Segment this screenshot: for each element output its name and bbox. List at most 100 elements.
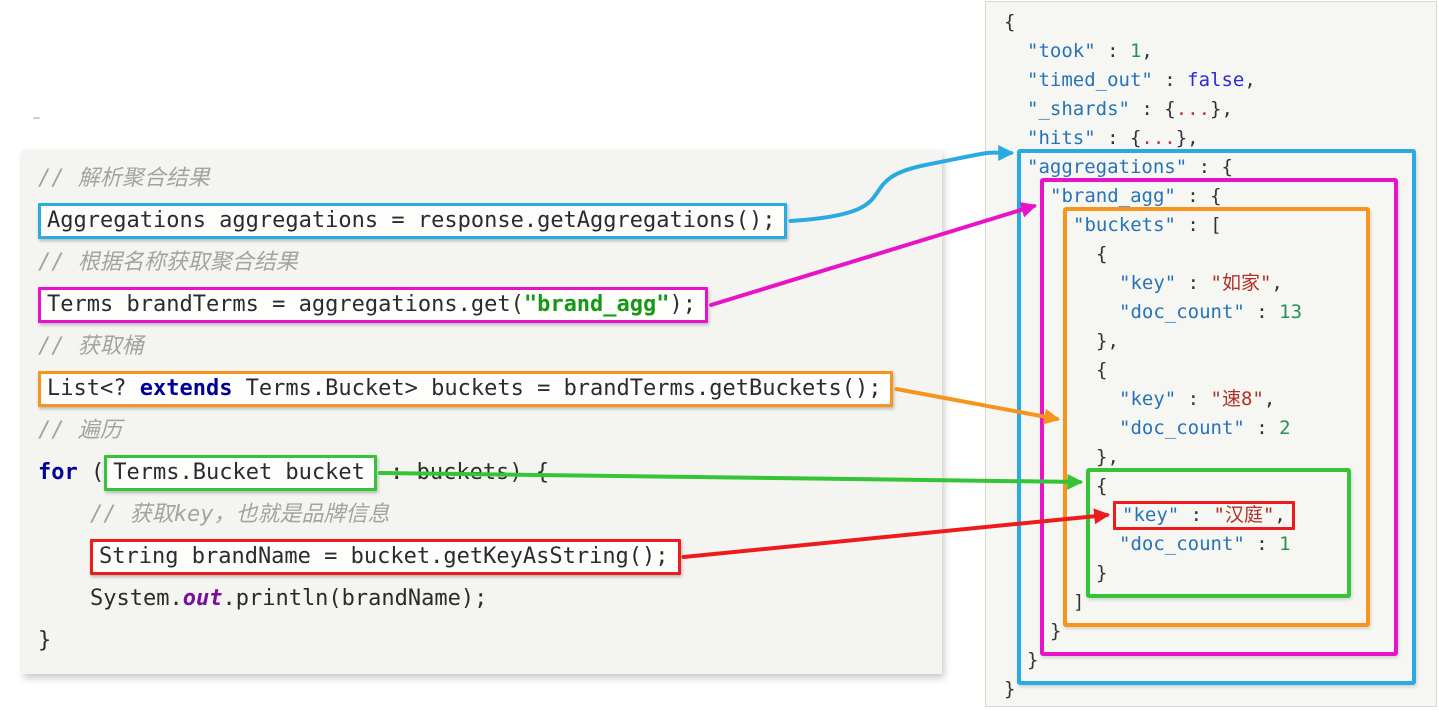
code-line: } xyxy=(38,620,942,662)
code-token: "brand_agg" xyxy=(523,292,670,317)
code-token: ... xyxy=(1175,98,1211,120)
code-token: : xyxy=(1179,504,1214,526)
code-token: } xyxy=(1027,649,1039,671)
code-token: : buckets) { xyxy=(376,460,550,485)
code-line: Aggregations aggregations = response.get… xyxy=(38,200,942,242)
code-token: , xyxy=(1141,40,1153,62)
code-token: // 遍历 xyxy=(38,418,122,443)
json-box-red: "key" : "汉庭", xyxy=(1113,501,1295,530)
code-token: }, xyxy=(1175,127,1199,149)
code-box-orange: List<? extends Terms.Bucket> buckets = b… xyxy=(38,371,894,407)
code-line: // 遍历 xyxy=(38,410,942,452)
code-token: "hits" xyxy=(1027,127,1096,149)
code-token: : xyxy=(1244,533,1280,555)
code-token: "aggregations" xyxy=(1027,156,1188,178)
code-token: for xyxy=(38,460,78,485)
code-token: { xyxy=(1004,11,1016,33)
json-line: } xyxy=(1004,559,1436,588)
code-line: Terms brandTerms = aggregations.get("bra… xyxy=(38,284,942,326)
code-line: for ( Terms.Bucket bucket : buckets) { xyxy=(38,452,942,494)
code-line: System.out.println(brandName); xyxy=(38,578,942,620)
code-token: "doc_count" xyxy=(1119,533,1245,555)
code-token: : xyxy=(1176,388,1211,410)
json-line: } xyxy=(1004,646,1436,675)
code-token: "took" xyxy=(1027,40,1096,62)
code-box-magenta: Terms brandTerms = aggregations.get("bra… xyxy=(38,287,709,323)
json-line: }, xyxy=(1004,327,1436,356)
code-token: : { xyxy=(1095,127,1142,149)
code-token: // 获取桶 xyxy=(38,334,144,359)
json-line: "key" : "汉庭", xyxy=(1004,501,1436,530)
code-token: "timed_out" xyxy=(1027,69,1153,91)
code-box-green: Terms.Bucket bucket xyxy=(104,455,377,491)
code-token: { xyxy=(1096,243,1108,265)
code-box-red: String brandName = bucket.getKeyAsString… xyxy=(90,539,681,575)
code-token: : xyxy=(1152,69,1188,91)
json-line: { xyxy=(1004,356,1436,385)
code-token: : xyxy=(1176,272,1211,294)
code-token: : [ xyxy=(1175,214,1222,236)
code-token: : xyxy=(1244,301,1280,323)
code-token: 2 xyxy=(1279,417,1291,439)
code-token: ... xyxy=(1141,127,1176,149)
json-line: "doc_count" : 13 xyxy=(1004,298,1436,327)
json-line: "doc_count" : 1 xyxy=(1004,530,1436,559)
code-token: // 根据名称获取聚合结果 xyxy=(38,250,298,275)
json-line: "key" : "速8", xyxy=(1004,385,1436,414)
code-token: // 获取key，也就是品牌信息 xyxy=(90,502,390,527)
json-line: "key" : "如家", xyxy=(1004,269,1436,298)
code-token: "buckets" xyxy=(1073,214,1176,236)
json-box-orange xyxy=(1063,207,1370,627)
json-line: "doc_count" : 2 xyxy=(1004,414,1436,443)
json-line: }, xyxy=(1004,443,1436,472)
json-response-panel: {"took" : 1,"timed_out" : false,"_shards… xyxy=(985,1,1437,707)
json-line: ] xyxy=(1004,588,1436,617)
code-token: } xyxy=(1004,678,1016,700)
code-token: "doc_count" xyxy=(1119,417,1245,439)
code-token: String brandName = bucket.getKeyAsString… xyxy=(99,544,669,569)
json-line: { xyxy=(1004,240,1436,269)
code-token: Terms.Bucket> buckets = brandTerms.getBu… xyxy=(232,376,882,401)
code-token: List<? xyxy=(47,376,140,401)
code-token: }, xyxy=(1096,330,1119,352)
code-token: } xyxy=(38,628,52,653)
code-token: "速8" xyxy=(1210,388,1264,410)
code-token: : { xyxy=(1187,156,1233,178)
code-token: , xyxy=(1274,504,1286,526)
code-line: // 获取桶 xyxy=(38,326,942,368)
code-box-cyan: Aggregations aggregations = response.get… xyxy=(38,203,788,239)
code-token: } xyxy=(1050,620,1062,642)
code-token: ); xyxy=(669,292,697,317)
code-token: , xyxy=(1271,272,1283,294)
code-token: out xyxy=(182,586,223,611)
json-line: "_shards" : {...}, xyxy=(1004,95,1436,124)
code-token: ( xyxy=(77,460,105,485)
code-token: , xyxy=(1244,69,1256,91)
json-line: { xyxy=(1004,8,1436,37)
json-line: "hits" : {...}, xyxy=(1004,124,1436,153)
json-line: } xyxy=(1004,617,1436,646)
code-line: // 根据名称获取聚合结果 xyxy=(38,242,942,284)
code-token: Terms brandTerms = aggregations.get( xyxy=(47,292,524,317)
code-token: "brand_agg" xyxy=(1050,185,1176,207)
code-token: "key" xyxy=(1119,388,1177,410)
code-line: // 获取key，也就是品牌信息 xyxy=(38,494,942,536)
code-token: "key" xyxy=(1119,272,1177,294)
json-line: "timed_out" : false, xyxy=(1004,66,1436,95)
code-token: extends xyxy=(139,376,233,401)
code-token: : xyxy=(1244,417,1280,439)
code-token: : { xyxy=(1175,185,1222,207)
json-line: { xyxy=(1004,472,1436,501)
json-line: "buckets" : [ xyxy=(1004,211,1436,240)
code-token: ] xyxy=(1073,591,1085,613)
code-token: }, xyxy=(1096,446,1119,468)
code-line: // 解析聚合结果 xyxy=(38,158,942,200)
code-token: System. xyxy=(90,586,183,611)
code-line: List<? extends Terms.Bucket> buckets = b… xyxy=(38,368,942,410)
code-token: , xyxy=(1263,388,1276,410)
code-token: .println(brandName); xyxy=(222,586,488,611)
json-line: "aggregations" : { xyxy=(1004,153,1436,182)
json-line: "brand_agg" : { xyxy=(1004,182,1436,211)
code-token: Terms.Bucket bucket xyxy=(113,460,365,485)
